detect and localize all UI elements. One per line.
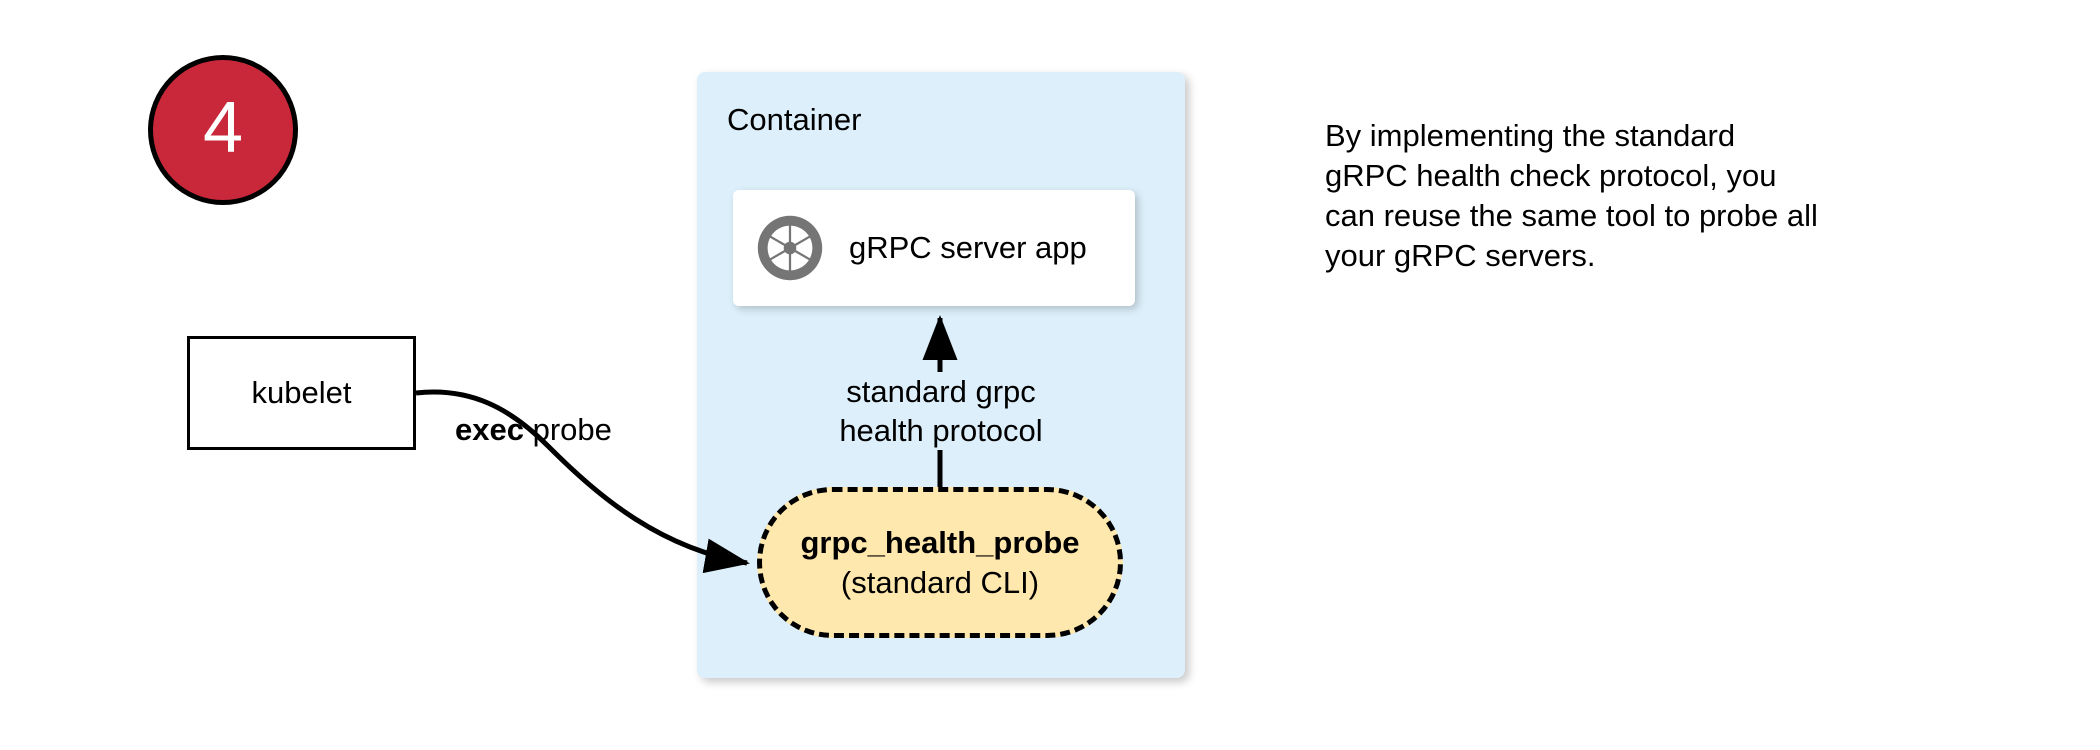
- side-note-line-2: gRPC health check protocol, you: [1325, 158, 1777, 193]
- exec-probe-edge-label: exec probe: [455, 412, 612, 448]
- side-note-text: By implementing the standard gRPC health…: [1325, 116, 1925, 276]
- grpc-health-probe-subtitle: (standard CLI): [840, 564, 1040, 600]
- grpc-server-app-card: gRPC server app: [733, 190, 1135, 306]
- kubelet-label: kubelet: [251, 375, 352, 410]
- step-number-badge: 4: [148, 55, 298, 205]
- side-note-line-3: can reuse the same tool to probe all: [1325, 198, 1818, 233]
- grpc-aperture-icon: [755, 213, 825, 283]
- step-number-text: 4: [202, 88, 244, 168]
- side-note-line-4: your gRPC servers.: [1325, 238, 1596, 273]
- grpc-health-probe-title: grpc_health_probe: [800, 525, 1080, 561]
- kubelet-box: kubelet: [187, 336, 416, 450]
- side-note-line-1: By implementing the standard: [1325, 118, 1736, 153]
- exec-probe-suffix: probe: [523, 412, 612, 447]
- exec-probe-keyword: exec: [455, 412, 524, 447]
- grpc-health-probe-node: grpc_health_probe (standard CLI): [757, 487, 1123, 638]
- grpc-server-app-label: gRPC server app: [849, 230, 1087, 265]
- container-title: Container: [727, 102, 862, 137]
